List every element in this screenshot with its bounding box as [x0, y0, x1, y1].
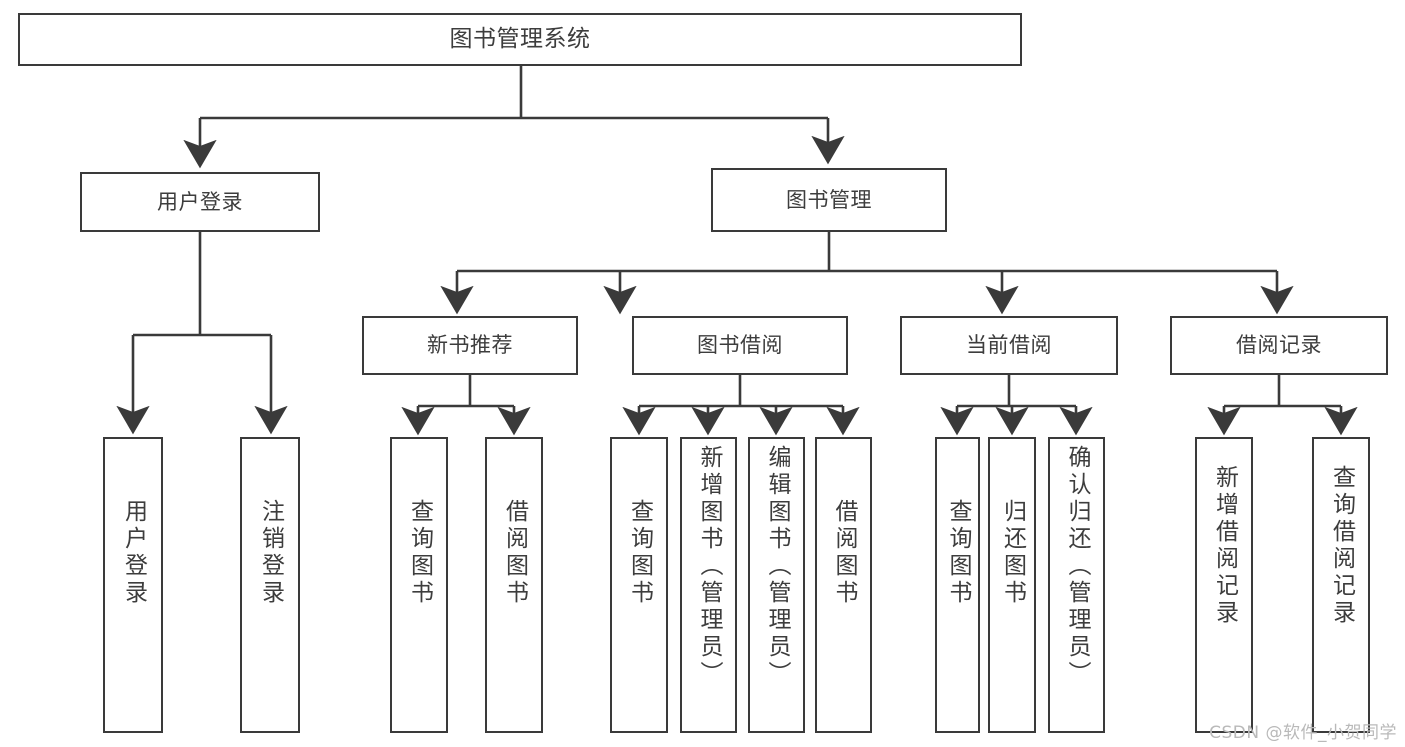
node-label: 归还图书 — [999, 499, 1026, 607]
node-current-borrow[interactable]: 当前借阅 — [900, 316, 1118, 375]
node-label: 注销登录 — [257, 499, 284, 607]
node-book-borrow[interactable]: 图书借阅 — [632, 316, 848, 375]
leaf-query-record[interactable]: 查询借阅记录 — [1312, 437, 1370, 733]
node-label: 新增图书（管理员） — [696, 445, 722, 688]
node-label: 查询图书 — [406, 499, 433, 607]
leaf-borrow-book-2[interactable]: 借阅图书 — [815, 437, 872, 733]
node-root-system[interactable]: 图书管理系统 — [18, 13, 1022, 66]
node-label: 借阅图书 — [501, 499, 528, 607]
node-label: 图书借阅 — [697, 333, 783, 358]
leaf-confirm-return[interactable]: 确认归还（管理员） — [1048, 437, 1105, 733]
leaf-query-book-2[interactable]: 查询图书 — [610, 437, 668, 733]
node-label: 编辑图书（管理员） — [764, 445, 790, 688]
node-user-login[interactable]: 用户登录 — [80, 172, 320, 232]
node-label: 用户登录 — [120, 499, 147, 607]
node-label: 新书推荐 — [427, 333, 513, 358]
node-label: 新增借阅记录 — [1211, 465, 1238, 627]
leaf-borrow-book-1[interactable]: 借阅图书 — [485, 437, 543, 733]
node-label: 用户登录 — [157, 189, 243, 214]
node-label: 借阅记录 — [1236, 333, 1322, 358]
leaf-edit-book[interactable]: 编辑图书（管理员） — [748, 437, 805, 733]
node-book-manage[interactable]: 图书管理 — [711, 168, 947, 232]
node-label: 当前借阅 — [966, 333, 1052, 358]
node-label: 图书管理系统 — [449, 25, 591, 52]
node-label: 查询图书 — [626, 499, 653, 607]
node-new-book-recommend[interactable]: 新书推荐 — [362, 316, 578, 375]
leaf-logout-login[interactable]: 注销登录 — [240, 437, 300, 733]
node-label: 图书管理 — [786, 187, 872, 212]
leaf-query-book-3[interactable]: 查询图书 — [935, 437, 980, 733]
node-label: 借阅图书 — [831, 499, 857, 607]
leaf-add-book[interactable]: 新增图书（管理员） — [680, 437, 737, 733]
leaf-user-login[interactable]: 用户登录 — [103, 437, 163, 733]
leaf-add-record[interactable]: 新增借阅记录 — [1195, 437, 1253, 733]
node-label: 确认归还（管理员） — [1064, 445, 1090, 688]
node-label: 查询借阅记录 — [1328, 465, 1355, 627]
node-label: 查询图书 — [945, 499, 971, 607]
leaf-query-book-1[interactable]: 查询图书 — [390, 437, 448, 733]
leaf-return-book[interactable]: 归还图书 — [988, 437, 1036, 733]
node-borrow-record[interactable]: 借阅记录 — [1170, 316, 1388, 375]
watermark-text: CSDN @软件_小贺同学 — [1209, 723, 1397, 743]
